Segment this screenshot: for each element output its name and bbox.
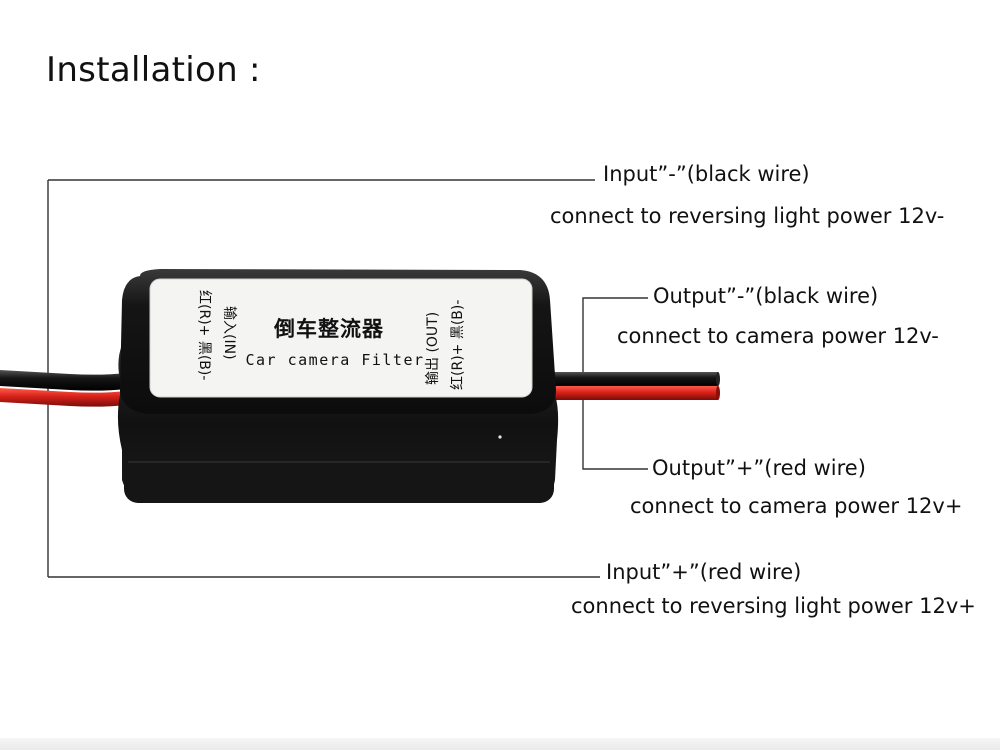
callout-input-red-heading: Input”+”(red wire) xyxy=(606,560,802,584)
device-chinese-title: 倒车整流器 xyxy=(273,317,384,341)
output-black-wire xyxy=(540,372,718,386)
output-red-wire xyxy=(540,386,718,400)
callout-input-black-detail: connect to reversing light power 12v- xyxy=(550,204,945,228)
leader-output-black xyxy=(582,297,648,372)
input-red-wire xyxy=(0,388,135,407)
device-label: 倒车整流器 Car camera Filter 输入(IN) 红(R)+ 黑(B… xyxy=(196,290,466,390)
filter-housing xyxy=(117,269,559,503)
callout-output-black-detail: connect to camera power 12v- xyxy=(617,324,939,348)
callout-output-red-detail: connect to camera power 12v+ xyxy=(630,494,963,518)
input-port-label: 输入(IN) xyxy=(221,306,237,360)
page-title: Installation : xyxy=(46,50,261,90)
input-wires xyxy=(0,370,135,407)
output-wires-label: 红(R)+ 黑(B)- xyxy=(450,300,466,390)
output-wires xyxy=(540,372,720,400)
device-english-title: Car camera Filter xyxy=(245,351,424,369)
output-port-label: 输出 (OUT) xyxy=(425,312,441,385)
input-wires-label: 红(R)+ 黑(B)- xyxy=(196,290,212,380)
callout-input-red-detail: connect to reversing light power 12v+ xyxy=(571,594,976,618)
input-black-wire xyxy=(0,370,135,391)
callout-input-black-heading: Input”-”(black wire) xyxy=(603,162,810,186)
bottom-edge-strip xyxy=(0,738,1000,750)
callout-output-black-heading: Output”-”(black wire) xyxy=(653,284,879,308)
leader-output-red xyxy=(582,398,648,470)
callout-output-red-heading: Output”+”(red wire) xyxy=(652,456,866,480)
